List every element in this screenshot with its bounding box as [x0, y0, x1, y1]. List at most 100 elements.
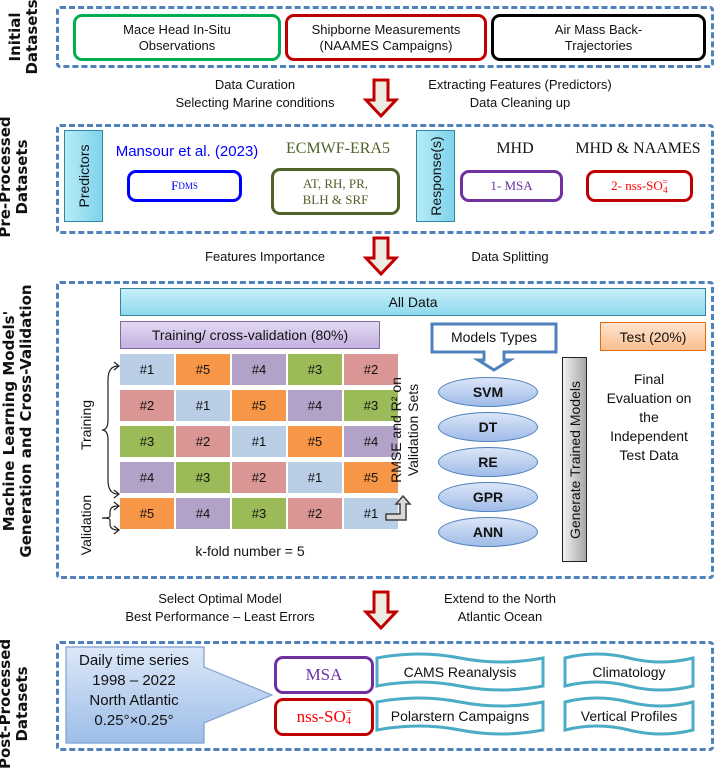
nss-sup: =: [345, 707, 352, 718]
model-dt: DT: [438, 412, 538, 442]
fold-cell: #3: [232, 498, 286, 529]
test-bar: Test (20%): [600, 322, 706, 351]
step3-left-caption: Select Optimal Model Best Performance – …: [95, 590, 345, 626]
caption-line: Extend to the North: [443, 591, 556, 606]
fold-cell: #2: [288, 498, 342, 529]
fold-cell: #3: [120, 426, 174, 457]
fold-cell: #1: [176, 390, 230, 421]
msa-output-box: MSA: [274, 656, 374, 694]
application-label: Polarstern Campaigns: [390, 708, 530, 724]
caption-line: Data Curation: [214, 77, 296, 92]
mhd-label: MHD: [496, 140, 534, 157]
training-cv-label: Training/ cross-validation (80%): [151, 327, 349, 343]
training-cv-bar: Training/ cross-validation (80%): [120, 321, 380, 349]
fold-cell: #5: [176, 354, 230, 385]
dataset-line: Air Mass Back-: [554, 21, 643, 37]
rmse-line: Validation Sets: [405, 383, 421, 477]
model-ann: ANN: [438, 517, 538, 547]
section-label-line: Datasets: [13, 139, 31, 215]
down-arrow-icon: [363, 590, 399, 630]
generate-models-bar: Generate Trained Models: [562, 357, 587, 562]
section-label-line: Datasets: [13, 666, 31, 742]
section-label-line: Datasets: [23, 0, 41, 75]
dataset-line: Observations: [138, 37, 216, 53]
final-evaluation-text: Final Evaluation on the Independent Test…: [594, 370, 704, 465]
section-label-line: Initial: [6, 12, 24, 62]
down-arrow-icon: [363, 78, 399, 118]
predictors-bar: Predictors: [64, 130, 103, 222]
features-importance-caption: Features Importance: [205, 249, 325, 264]
data-splitting-caption: Data Splitting: [471, 249, 549, 264]
dataset-line: Shipborne Measurements: [311, 21, 461, 37]
caption-line: Best Performance – Least Errors: [125, 609, 315, 624]
step1-right-caption: Extracting Features (Predictors) Data Cl…: [400, 76, 640, 112]
validation-label: Validation: [56, 495, 116, 555]
fold-cell: #2: [232, 462, 286, 493]
dataset-line: Mace Head In-Situ: [123, 21, 231, 37]
models-types-callout: [430, 322, 558, 372]
kfold-grid: #1#5#4#3#2#2#1#5#4#3#3#2#1#5#4#4#3#2#1#5…: [120, 354, 400, 534]
application-label: Vertical Profiles: [580, 708, 678, 724]
nss-sub: 4: [346, 716, 352, 727]
dataset-line: (NAAMES Campaigns): [319, 37, 453, 53]
fdms-main: F: [171, 178, 179, 193]
preprocessed-panel: [56, 124, 714, 234]
nss-prefix: nss-SO: [296, 707, 346, 726]
section-label-preprocessed: Pre-Processed Datasets: [0, 112, 31, 242]
models-types-label: Models Types: [450, 329, 538, 345]
generate-label: Generate Trained Models: [566, 380, 583, 539]
daily-series-arrow: [65, 646, 274, 744]
training-brace-icon: [101, 361, 120, 499]
daily-line: Daily time series: [78, 652, 190, 669]
final-eval-line: Final: [633, 371, 665, 387]
nss-prefix: 2- nss-SO: [611, 178, 663, 193]
model-svm: SVM: [438, 377, 538, 407]
era5-line: BLH & SRF: [302, 191, 369, 207]
daily-line: 0.25°×0.25°: [94, 712, 174, 729]
nss-response-box: 2- nss-SO=4: [586, 170, 693, 202]
era5-label: ECMWF-ERA5: [286, 140, 390, 157]
fold-cell: #1: [232, 426, 286, 457]
caption-line: Extracting Features (Predictors): [428, 77, 612, 92]
rmse-line: RMSE and R² on: [388, 377, 404, 483]
caption-line: Selecting Marine conditions: [175, 95, 335, 110]
fold-cell: #1: [120, 354, 174, 385]
msa-response-box: 1- MSA: [460, 170, 563, 202]
dataset-shipborne: Shipborne Measurements(NAAMES Campaigns): [285, 14, 487, 61]
nss-sub: 4: [663, 185, 668, 195]
fold-cell: #2: [176, 426, 230, 457]
model-gpr: GPR: [438, 482, 538, 512]
dataset-back-trajectories: Air Mass Back-Trajectories: [491, 14, 706, 61]
dataset-line: Trajectories: [564, 37, 633, 53]
section-label-line: Post-Processed: [0, 638, 14, 769]
responses-label: Response(s): [427, 136, 444, 216]
nss-output-box: nss-SO=4: [274, 698, 374, 736]
initial-datasets-panel: [56, 6, 714, 68]
final-eval-line: Evaluation on: [606, 390, 692, 406]
fold-cell: #2: [344, 354, 398, 385]
fold-cell: #4: [232, 354, 286, 385]
final-eval-line: Test Data: [619, 447, 679, 463]
application-label: CAMS Reanalysis: [403, 664, 517, 680]
step3-right-caption: Extend to the North Atlantic Ocean: [410, 590, 590, 626]
era5-box: AT, RH, PR,BLH & SRF: [271, 168, 400, 215]
fold-cell: #1: [288, 462, 342, 493]
daily-series-text: Daily time series 1998 – 2022 North Atla…: [64, 651, 204, 731]
daily-line: North Atlantic: [89, 692, 179, 709]
application-polarstern: Polarstern Campaigns: [375, 696, 545, 736]
fold-cell: #4: [288, 390, 342, 421]
mhd-naames-label: MHD & NAAMES: [575, 140, 701, 157]
fold-cell: #5: [120, 498, 174, 529]
mansour-label: Mansour et al. (2023): [115, 143, 259, 160]
nss-sup: =: [662, 177, 668, 187]
test-label: Test (20%): [619, 328, 687, 345]
predictors-label: Predictors: [75, 144, 92, 208]
ml-panel: [56, 281, 714, 579]
rmse-text: RMSE and R² on Validation Sets: [388, 377, 422, 483]
fold-cell: #5: [344, 462, 398, 493]
model-re: RE: [438, 447, 538, 477]
all-data-bar: All Data: [120, 288, 706, 316]
caption-line: Select Optimal Model: [158, 591, 282, 606]
